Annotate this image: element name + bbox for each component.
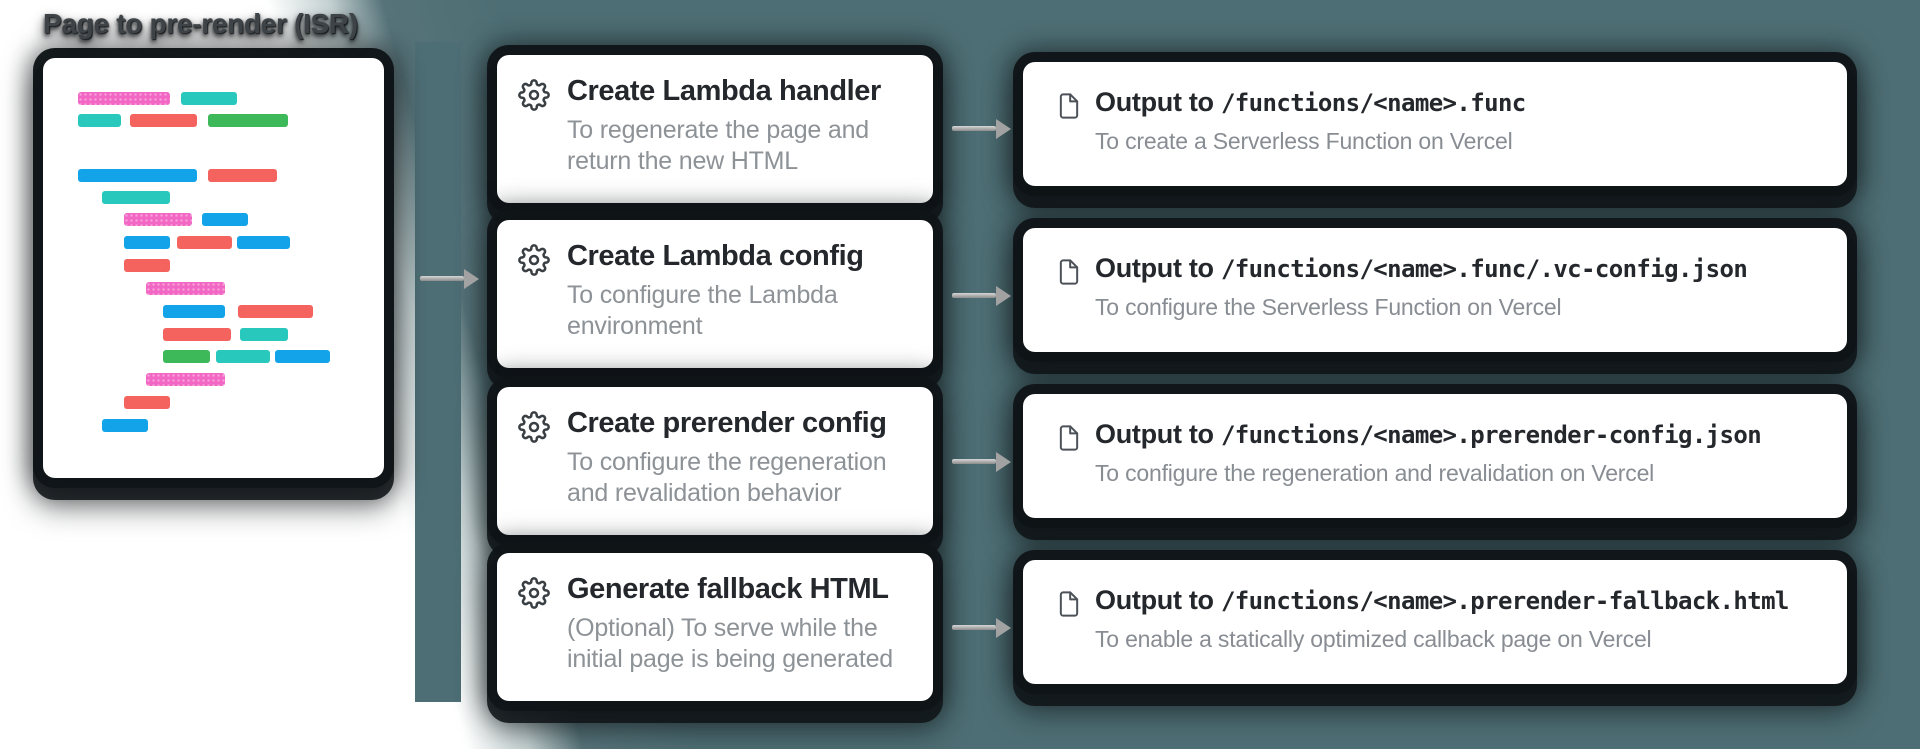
output-card-func: Output to /functions/<name>.func To crea… bbox=[1023, 62, 1847, 186]
page-title: Page to pre-render (ISR) bbox=[43, 8, 358, 39]
output-title: Output to /functions/<name>.prerender-fa… bbox=[1095, 584, 1827, 617]
code-bar bbox=[163, 350, 210, 363]
file-icon bbox=[1055, 588, 1083, 620]
code-bar bbox=[181, 92, 237, 105]
output-title: Output to /functions/<name>.func bbox=[1095, 86, 1827, 119]
code-bar bbox=[146, 373, 225, 386]
output-prefix: Output to bbox=[1095, 253, 1221, 283]
step-description: To regenerate the page and return the ne… bbox=[567, 116, 869, 175]
code-bar bbox=[146, 282, 225, 295]
flow-arrow-icon bbox=[952, 451, 1011, 472]
code-bar bbox=[202, 213, 248, 226]
file-icon bbox=[1055, 256, 1083, 288]
code-bar bbox=[275, 350, 330, 363]
code-bar bbox=[102, 419, 148, 432]
output-path: /functions/<name>.func/.vc-config.json bbox=[1220, 255, 1748, 283]
code-bar bbox=[238, 305, 313, 318]
gear-icon bbox=[518, 577, 550, 609]
code-bar bbox=[102, 191, 170, 204]
file-icon bbox=[1055, 422, 1083, 454]
code-bar bbox=[124, 259, 170, 272]
code-bar bbox=[208, 169, 277, 182]
flow-arrow-icon bbox=[952, 118, 1011, 139]
step-card-lambda-config: Create Lambda config To configure the La… bbox=[497, 220, 933, 368]
output-description: To enable a statically optimized callbac… bbox=[1095, 626, 1652, 652]
flow-arrow-icon bbox=[952, 617, 1011, 638]
step-description: To configure the Lambda environment bbox=[567, 281, 838, 340]
output-prefix: Output to bbox=[1095, 87, 1221, 117]
output-description: To create a Serverless Function on Verce… bbox=[1095, 128, 1513, 154]
output-card-vc-config: Output to /functions/<name>.func/.vc-con… bbox=[1023, 228, 1847, 352]
step-title: Generate fallback HTML bbox=[567, 573, 889, 605]
output-prefix: Output to bbox=[1095, 419, 1221, 449]
step-title: Create Lambda handler bbox=[567, 75, 881, 107]
output-card-prerender-config: Output to /functions/<name>.prerender-co… bbox=[1023, 394, 1847, 518]
code-bar bbox=[130, 114, 197, 127]
column-gap-band bbox=[958, 42, 1004, 702]
output-description: To configure the Serverless Function on … bbox=[1095, 294, 1562, 320]
gear-icon bbox=[518, 244, 550, 276]
code-bar bbox=[163, 305, 225, 318]
code-bar bbox=[177, 236, 232, 249]
step-description: (Optional) To serve while the initial pa… bbox=[567, 614, 893, 673]
output-path: /functions/<name>.prerender-fallback.htm… bbox=[1220, 587, 1789, 615]
output-description: To configure the regeneration and revali… bbox=[1095, 460, 1655, 486]
flow-arrow-icon bbox=[420, 268, 479, 289]
gear-icon bbox=[518, 411, 550, 443]
output-path: /functions/<name>.prerender-config.json bbox=[1220, 421, 1762, 449]
code-bar bbox=[208, 114, 288, 127]
code-bar bbox=[78, 92, 170, 105]
code-bar bbox=[124, 396, 170, 409]
step-card-lambda-handler: Create Lambda handler To regenerate the … bbox=[497, 55, 933, 203]
step-title: Create prerender config bbox=[567, 407, 887, 439]
code-bar bbox=[216, 350, 270, 363]
output-title: Output to /functions/<name>.func/.vc-con… bbox=[1095, 252, 1827, 285]
column-gap-band bbox=[415, 42, 461, 702]
step-description: To configure the regeneration and revali… bbox=[567, 448, 887, 507]
output-card-prerender-fallback: Output to /functions/<name>.prerender-fa… bbox=[1023, 560, 1847, 684]
page-source-card bbox=[43, 58, 384, 478]
code-bar bbox=[124, 236, 170, 249]
code-bar bbox=[78, 169, 197, 182]
code-bar bbox=[163, 328, 231, 341]
step-title: Create Lambda config bbox=[567, 240, 864, 272]
code-bar bbox=[240, 328, 288, 341]
output-prefix: Output to bbox=[1095, 585, 1221, 615]
file-icon bbox=[1055, 90, 1083, 122]
flow-arrow-icon bbox=[952, 285, 1011, 306]
gear-icon bbox=[518, 79, 550, 111]
code-bar bbox=[124, 213, 192, 226]
code-bar bbox=[237, 236, 290, 249]
code-bar bbox=[78, 114, 121, 127]
step-card-fallback-html: Generate fallback HTML (Optional) To ser… bbox=[497, 553, 933, 701]
output-path: /functions/<name>.func bbox=[1220, 89, 1526, 117]
step-card-prerender-config: Create prerender config To configure the… bbox=[497, 387, 933, 535]
output-title: Output to /functions/<name>.prerender-co… bbox=[1095, 418, 1827, 451]
code-lines-illustration bbox=[43, 58, 384, 478]
